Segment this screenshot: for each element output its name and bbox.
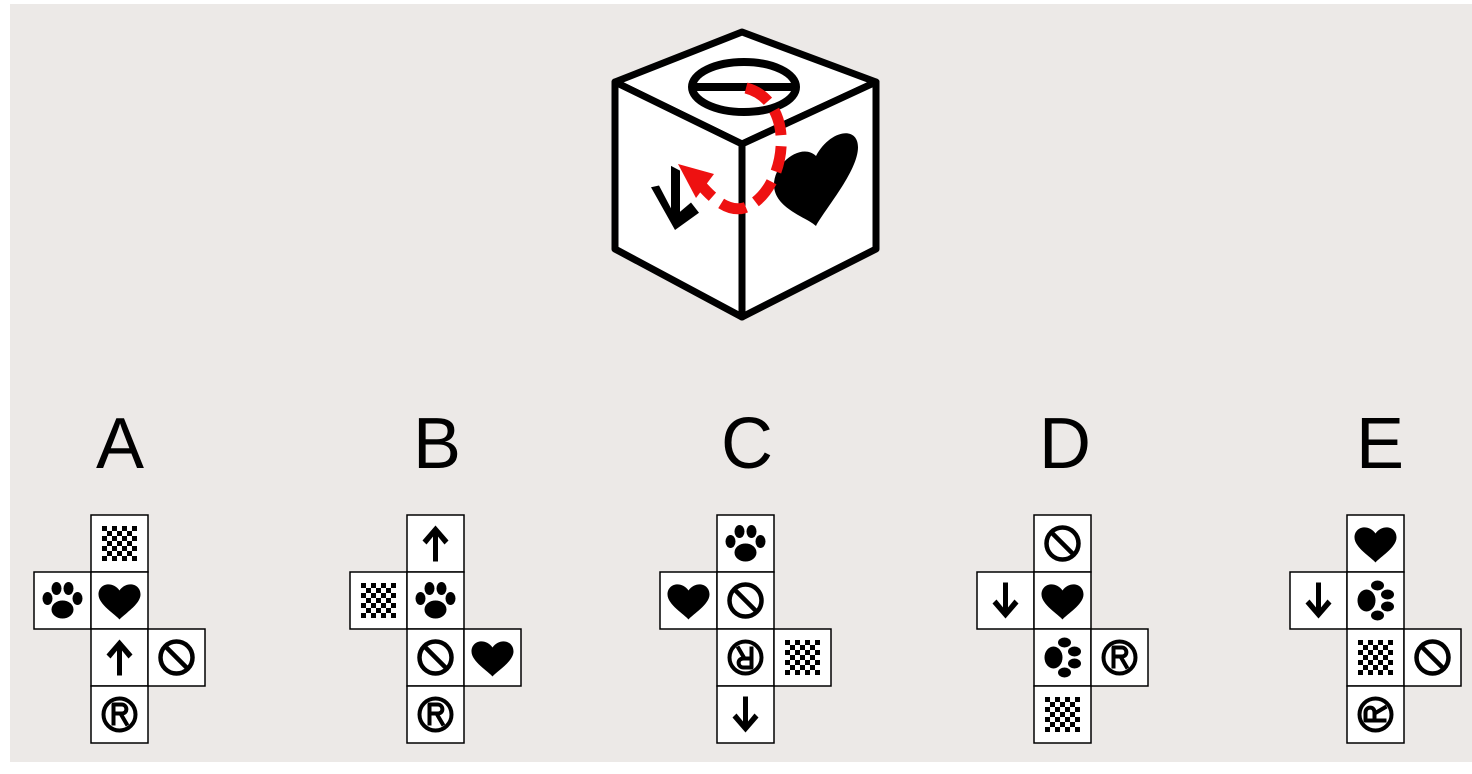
cube-nets <box>10 4 1472 762</box>
net-option-e[interactable] <box>1290 515 1461 743</box>
net-cell <box>717 572 774 629</box>
net-cell <box>1290 572 1347 629</box>
net-cell <box>350 572 407 629</box>
checker-icon <box>785 640 820 675</box>
checker-icon <box>1045 697 1080 732</box>
net-cell <box>660 572 717 629</box>
net-cell <box>91 629 148 686</box>
net-cell <box>407 629 464 686</box>
net-option-a[interactable] <box>34 515 205 743</box>
net-cell <box>717 629 774 686</box>
net-option-c[interactable] <box>660 515 831 743</box>
checker-icon <box>1358 640 1393 675</box>
net-cell <box>1347 572 1404 629</box>
puzzle-panel: A B C D E <box>10 4 1472 762</box>
net-cell <box>717 515 774 572</box>
net-cell <box>464 629 521 686</box>
net-cell <box>1034 572 1091 629</box>
net-cell <box>91 515 148 572</box>
net-cell <box>34 572 91 629</box>
checker-icon <box>361 583 396 618</box>
net-cell <box>1347 686 1404 743</box>
net-cell <box>717 686 774 743</box>
net-cell <box>407 686 464 743</box>
net-option-d[interactable] <box>977 515 1148 743</box>
checker-icon <box>102 526 137 561</box>
net-cell <box>1034 629 1091 686</box>
net-cell <box>407 515 464 572</box>
net-cell <box>977 572 1034 629</box>
net-cell <box>1404 629 1461 686</box>
net-cell <box>1091 629 1148 686</box>
net-cell <box>407 572 464 629</box>
net-cell <box>774 629 831 686</box>
net-cell <box>91 686 148 743</box>
net-cell <box>91 572 148 629</box>
net-cell <box>148 629 205 686</box>
net-cell <box>1347 629 1404 686</box>
net-option-b[interactable] <box>350 515 521 743</box>
net-cell <box>1034 686 1091 743</box>
net-cell <box>1034 515 1091 572</box>
net-cell <box>1347 515 1404 572</box>
